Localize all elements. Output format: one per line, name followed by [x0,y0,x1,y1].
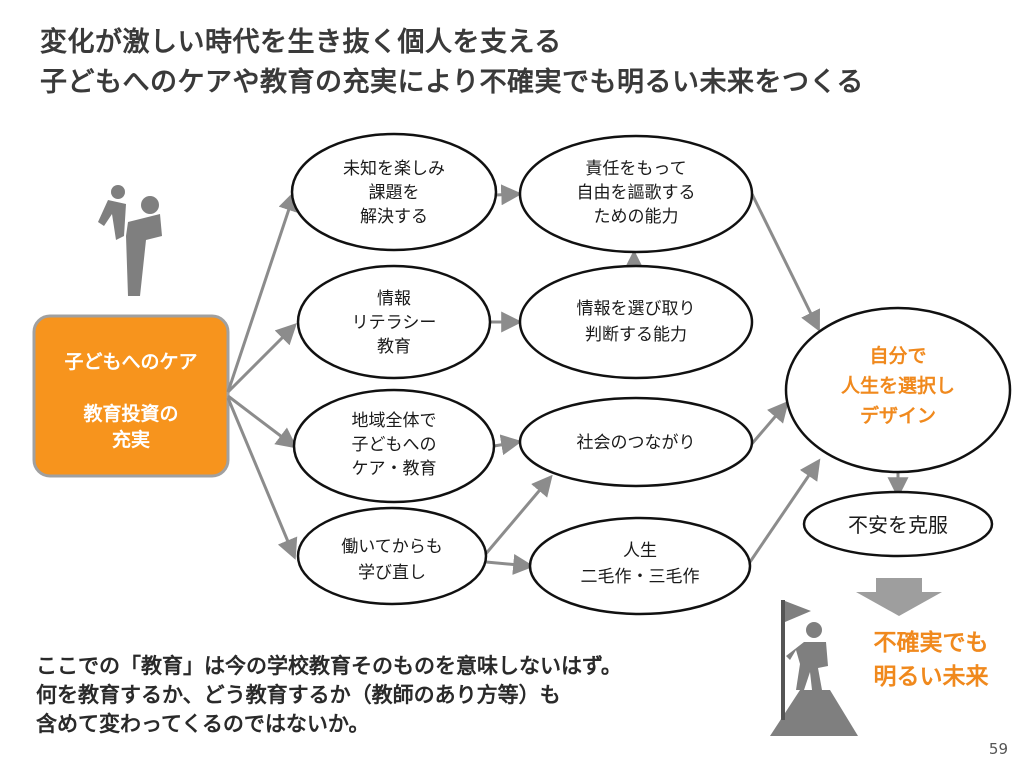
node-col1-1: 未知を楽しみ 課題を 解決する [290,132,498,252]
note-line-1: ここでの「教育」は今の学校教育そのものを意味しないはず。 [36,654,622,678]
down-arrow-icon [856,578,942,616]
node-col1-4: 働いてからも 学び直し [296,506,488,606]
node-col2-4-line-1: 人生 [623,541,657,561]
page-number: 59 [988,740,1008,758]
node-col2-1-line-2: 自由を謳歌する [577,183,696,203]
note-line-2: 何を教育するか、どう教育するか（教師のあり方等）も [36,683,561,707]
node-col1-2-line-2: リテラシー [352,313,437,333]
climber-flag-icon [770,600,858,736]
goal-line-2: 人生を選択し [841,374,955,397]
note-text: ここでの「教育」は今の学校教育そのものを意味しないはず。 何を教育するか、どう教… [36,652,622,739]
node-col1-2-line-1: 情報 [377,289,411,309]
goal-line-1: 自分で [869,344,926,367]
node-col2-1-line-3: ための能力 [594,207,679,227]
node-col1-1-line-3: 解決する [360,207,428,227]
overcome-text: 不安を克服 [848,513,948,537]
note-line-3: 含めて変わってくるのではないか。 [36,712,370,736]
node-col2-1-line-1: 責任をもって [585,159,686,179]
node-col1-3: 地域全体で 子どもへの ケア・教育 [292,388,496,504]
node-col2-1: 責任をもって 自由を謳歌する ための能力 [518,134,754,254]
node-col1-1-line-2: 課題を [369,183,420,203]
node-col2-2-line-1: 情報を選び取り [577,299,696,319]
node-col1-4-line-2: 学び直し [358,563,426,583]
node-col1-3-line-2: 子どもへの [352,435,437,455]
node-col1-3-line-3: ケア・教育 [352,459,437,479]
parent-child-icon [98,185,162,296]
outcome-text: 不確実でも 明るい未来 [846,626,1016,694]
node-col1-2-line-3: 教育 [377,337,411,357]
goal-node: 自分で 人生を選択し デザイン [784,306,1012,474]
node-col2-3-line-1: 社会のつながり [577,433,696,453]
node-col1-1-line-1: 未知を楽しみ [343,159,445,179]
source-line-3: 充実 [112,428,150,451]
title-line-2: 子どもへのケアや教育の充実により不確実でも明るい未来をつくる [40,67,864,98]
node-col2-3: 社会のつながり [518,396,754,488]
title-line-1: 変化が激しい時代を生き抜く個人を支える [40,27,562,58]
node-col1-4-line-1: 働いてからも [341,537,443,557]
source-line-2: 教育投資の [83,402,178,425]
node-col2-4: 人生 二毛作・三毛作 [528,516,752,616]
outcome-line-1: 不確実でも [873,630,989,656]
node-col1-3-line-1: 地域全体で [352,411,437,431]
outcome-line-2: 明るい未来 [873,664,989,690]
node-col1-2: 情報 リテラシー 教育 [296,264,492,380]
goal-line-3: デザイン [860,404,936,427]
source-line-1: 子どもへのケア [64,351,197,373]
node-col2-4-line-2: 二毛作・三毛作 [581,567,700,587]
source-box: 子どもへのケア 教育投資の 充実 [32,314,230,478]
node-col2-2: 情報を選び取り 判断する能力 [518,264,754,380]
node-col2-2-line-2: 判断する能力 [585,325,687,345]
overcome-node: 不安を克服 [802,490,994,558]
